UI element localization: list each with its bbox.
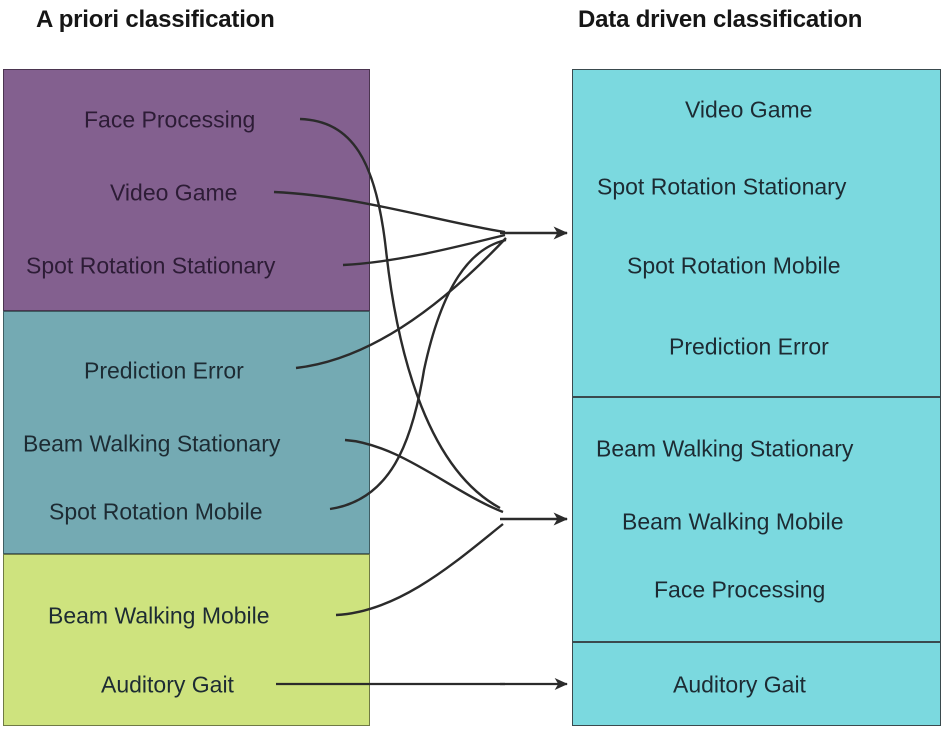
apriori-item-face-processing[interactable]: Face Processing: [84, 106, 256, 133]
datadriven-item-video-game[interactable]: Video Game: [685, 96, 813, 123]
datadriven-item-beam-walking-mobile[interactable]: Beam Walking Mobile: [622, 508, 844, 535]
apriori-item-beam-walking-mobile[interactable]: Beam Walking Mobile: [48, 602, 270, 629]
datadriven-item-prediction-error[interactable]: Prediction Error: [669, 333, 829, 360]
apriori-item-prediction-error[interactable]: Prediction Error: [84, 357, 244, 384]
datadriven-item-beam-walking-stationary[interactable]: Beam Walking Stationary: [596, 435, 854, 462]
apriori-item-beam-walking-stationary[interactable]: Beam Walking Stationary: [23, 430, 281, 457]
apriori-group-purple[interactable]: Face Processing Video Game Spot Rotation…: [3, 69, 370, 311]
apriori-item-spot-rotation-stationary[interactable]: Spot Rotation Stationary: [26, 252, 276, 279]
apriori-group-teal[interactable]: Prediction Error Beam Walking Stationary…: [3, 311, 370, 554]
datadriven-item-spot-rotation-mobile[interactable]: Spot Rotation Mobile: [627, 252, 841, 279]
datadriven-item-face-processing[interactable]: Face Processing: [654, 576, 826, 603]
apriori-item-auditory-gait[interactable]: Auditory Gait: [101, 671, 234, 698]
datadriven-item-spot-rotation-stationary[interactable]: Spot Rotation Stationary: [597, 173, 847, 200]
datadriven-item-auditory-gait[interactable]: Auditory Gait: [673, 671, 806, 698]
left-column-title: A priori classification: [36, 6, 275, 33]
apriori-item-video-game[interactable]: Video Game: [110, 179, 238, 206]
apriori-group-green[interactable]: Beam Walking Mobile Auditory Gait: [3, 554, 370, 726]
datadriven-group-2[interactable]: Beam Walking Stationary Beam Walking Mob…: [572, 397, 941, 642]
datadriven-group-3[interactable]: Auditory Gait: [572, 642, 941, 726]
apriori-item-spot-rotation-mobile[interactable]: Spot Rotation Mobile: [49, 498, 263, 525]
right-column-title: Data driven classification: [578, 6, 863, 33]
datadriven-group-1[interactable]: Video Game Spot Rotation Stationary Spot…: [572, 69, 941, 397]
